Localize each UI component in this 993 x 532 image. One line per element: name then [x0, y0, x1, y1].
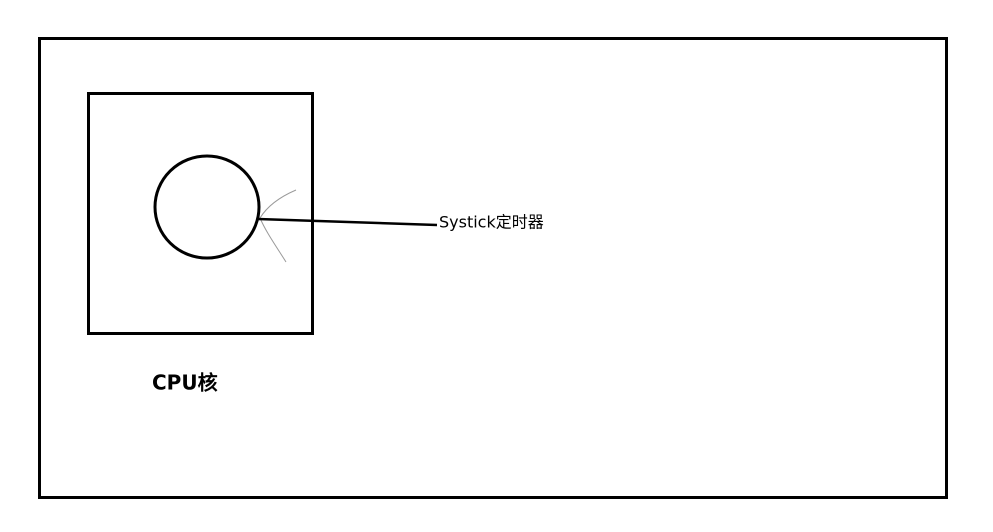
- systick-label: Systick定时器: [439, 213, 544, 232]
- cpu-core-label: CPU核: [152, 371, 218, 395]
- systick-timer-circle: [153, 154, 261, 260]
- sketch-arc-mark: [259, 189, 297, 263]
- outer-boundary-box: [38, 37, 948, 499]
- systick-leader-line: [257, 217, 438, 227]
- cpu-core-box: [87, 92, 314, 335]
